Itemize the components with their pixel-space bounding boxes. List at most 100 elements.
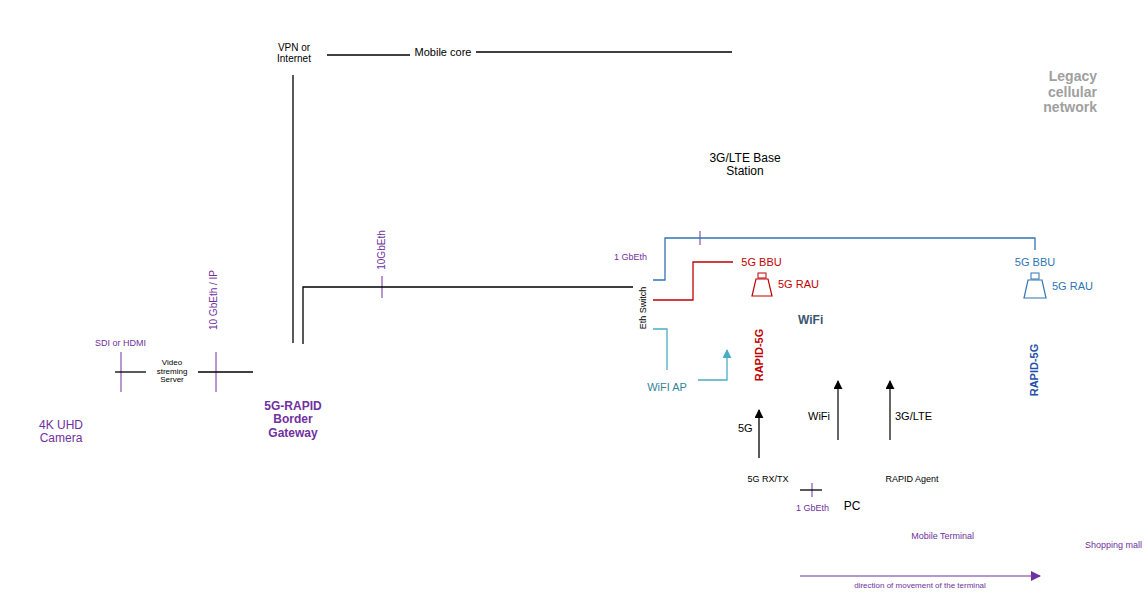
tower-leg [730, 44, 745, 140]
node-text: WiFI AP [647, 381, 687, 393]
text-holder: 3G/LTE Base Station [695, 152, 795, 179]
tower-brace [736, 88, 752, 102]
connector [115, 371, 146, 372]
tower-brace [740, 60, 747, 74]
node-text: Legacy cellular network [1015, 69, 1097, 116]
coverage-ellipse: 3G/LTE Base Station Legacy cellular netwo… [615, 3, 1148, 525]
label-holder: 1 GbEth [796, 503, 846, 513]
rau-mount [758, 273, 766, 278]
node-text: Eth Switch [638, 287, 648, 330]
person-leg [11, 390, 12, 410]
camera-body [55, 361, 97, 383]
tower-brace [734, 102, 754, 116]
annotation-label: direction of movement of the terminal [780, 582, 1060, 591]
box-outline [637, 371, 698, 404]
node-text: PC [832, 500, 872, 513]
region-outline [613, 249, 1147, 556]
text-holder: Mobile Terminal [868, 531, 974, 541]
person-head [10, 352, 20, 362]
box-outline [1006, 251, 1065, 274]
tower-leg [745, 44, 760, 140]
annotation-label: WiFi [808, 410, 836, 422]
connector [758, 410, 759, 458]
node-text: 3G/LTE Base Station [695, 152, 795, 179]
annotation-label: 1 GbEth [614, 252, 658, 262]
box-outline [634, 273, 653, 344]
label-holder: 3G/LTE [895, 410, 940, 422]
text-holder: WiFI AP [636, 370, 698, 404]
direction-arrow [800, 575, 1040, 576]
tower-brace [732, 130, 761, 144]
region-box: Eth Switch5G BBURAPID-5GWiFiWiFI AP5G BB… [612, 248, 1147, 556]
region-outline [719, 387, 980, 546]
text-holder: PC [832, 500, 872, 513]
connector [653, 329, 667, 370]
text-holder: RAPID-5G [1010, 305, 1058, 435]
cell-ellipse: RAPID-5G [741, 300, 777, 410]
connector [327, 54, 410, 55]
box-outline [734, 251, 790, 274]
bbu-box: 5G BBU [733, 250, 790, 274]
rau-mount [1031, 273, 1039, 279]
box-outline [737, 459, 800, 500]
text-holder: 5G BBU [1005, 250, 1065, 274]
label-holder: 10GbEth [374, 225, 390, 275]
annotation-label: 10GbEth [376, 230, 387, 269]
antenna-arm [736, 52, 745, 53]
camera-lens [97, 365, 115, 379]
node-text: VPN or Internet [270, 42, 318, 64]
node-text: RAPID-5G [753, 329, 765, 382]
text-holder: RAPID-5G [741, 300, 777, 410]
connector [476, 51, 732, 52]
router-base [255, 371, 331, 393]
laptop-lid [828, 441, 894, 479]
label-holder: SDI or HDMI [95, 338, 165, 348]
core-box: Mobile core [410, 27, 476, 77]
camera-viewfinder [65, 355, 79, 361]
connector [292, 75, 293, 343]
node-text: 5G-RAPID Border Gateway [253, 400, 333, 440]
annotation-label: 1 GbEth [796, 503, 846, 513]
ellipse-outline [743, 302, 776, 409]
connector [303, 287, 633, 344]
connector [800, 489, 822, 490]
text-holder: Mobile core [410, 27, 476, 77]
node-text: 5G BBU [741, 256, 781, 268]
radio-box: 5G RX/TX [736, 458, 800, 500]
node-text: 4K UHD Camera [30, 419, 92, 446]
connector [198, 371, 253, 372]
node-text: RAPID Agent [885, 474, 938, 484]
text-holder: Video streming Server [146, 356, 198, 389]
text-holder: RAPID Agent [866, 471, 958, 488]
tower-brace [743, 60, 750, 74]
cloud-outline [263, 31, 327, 75]
label-holder: 1 GbEth [614, 252, 658, 262]
tower-brace [734, 116, 759, 130]
tower-brace [740, 74, 752, 88]
connector [698, 350, 727, 380]
connector [653, 238, 1035, 280]
region-box: 5G RX/TX PC RAPID AgentMobile Terminal [718, 386, 980, 546]
text-holder: VPN or Internet [270, 42, 318, 64]
text-holder: 5G BBU [733, 250, 790, 274]
annotation-label: 5G RAU [1052, 280, 1102, 292]
ellipse-outline [1012, 307, 1057, 434]
person-body [7, 365, 23, 390]
tripod-leg [75, 383, 93, 413]
text-holder: 5G RX/TX [736, 458, 800, 500]
annotation-label: 10 GbEth / IP [208, 270, 219, 330]
router-arrows [277, 350, 309, 358]
node-text: Video streming Server [149, 359, 195, 386]
label-holder: 10 GbEth / IP [206, 260, 222, 340]
tripod-leg [57, 383, 75, 413]
node-text: RAPID-5G [1028, 344, 1040, 397]
box-outline [411, 28, 476, 77]
antenna-arrow [837, 381, 838, 440]
label-holder: direction of movement of the terminal [780, 582, 1060, 591]
annotation-label: 5G [738, 422, 754, 434]
tower-brace [738, 74, 750, 88]
antenna-arrow [889, 381, 890, 440]
node-text: WiFi [798, 314, 838, 327]
text-holder: Legacy cellular network [1015, 69, 1097, 116]
